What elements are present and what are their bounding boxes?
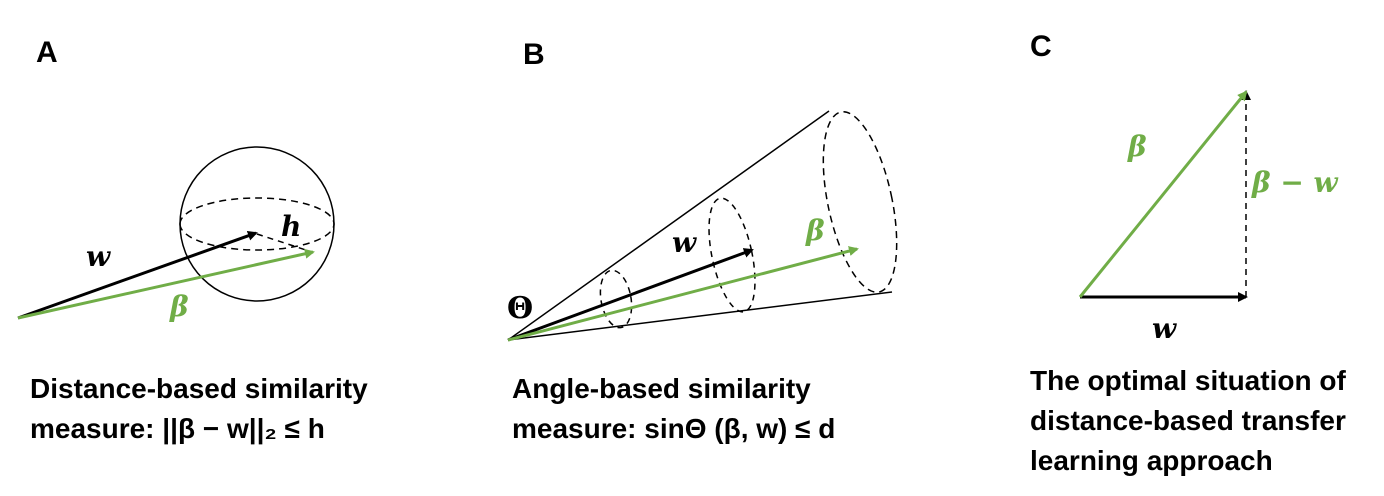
- sphere-equator-front: [179, 223, 335, 251]
- panel-b: B Θ w β Angle-based similarity measure: …: [507, 38, 898, 444]
- beta-minus-w-text: β − w: [1251, 166, 1339, 199]
- panel-c-letter: C: [1030, 30, 1052, 63]
- panel-b-caption-line1: Angle-based similarity: [512, 373, 811, 404]
- beta-vector: [17, 248, 315, 320]
- panel-b-caption-line2: measure: sinΘ (β, w) ≤ d: [512, 413, 835, 444]
- cone-upper-edge: [507, 110, 830, 341]
- panel-a-letter: A: [36, 36, 58, 69]
- panel-c-caption-line3: learning approach: [1030, 445, 1273, 476]
- panel-a-caption-line2: measure: ||β − w||₂ ≤ h: [30, 413, 325, 444]
- cone-lower-edge: [507, 291, 893, 341]
- w-label: w: [86, 240, 111, 273]
- beta-vector: [1078, 90, 1248, 298]
- beta-minus-w-label: β − w: [1251, 166, 1339, 199]
- beta-label: β: [805, 214, 825, 247]
- panel-a: A w β h Distance-based similarity measur…: [17, 36, 368, 444]
- beta-vector: [507, 246, 859, 342]
- panel-b-letter: B: [523, 38, 545, 71]
- beta-label: β: [1127, 130, 1147, 163]
- panel-c-caption-line1: The optimal situation of: [1030, 365, 1346, 396]
- w-vector: [507, 248, 754, 342]
- panel-c-caption-line2: distance-based transfer: [1030, 405, 1346, 436]
- sphere-equator-back: [179, 197, 335, 225]
- cone-section-large: [822, 111, 898, 293]
- theta-label: Θ: [507, 291, 533, 326]
- h-label: h: [281, 210, 301, 243]
- w-vector: [17, 230, 258, 320]
- cone-section-mid: [708, 197, 756, 313]
- radius-h-line: [256, 233, 313, 253]
- panel-a-caption-line1: Distance-based similarity: [30, 373, 368, 404]
- beta-label: β: [169, 290, 189, 323]
- w-label: w: [1152, 312, 1177, 345]
- panel-c: C β w β − w The optimal situation of dis…: [1030, 30, 1346, 476]
- w-label: w: [672, 226, 697, 259]
